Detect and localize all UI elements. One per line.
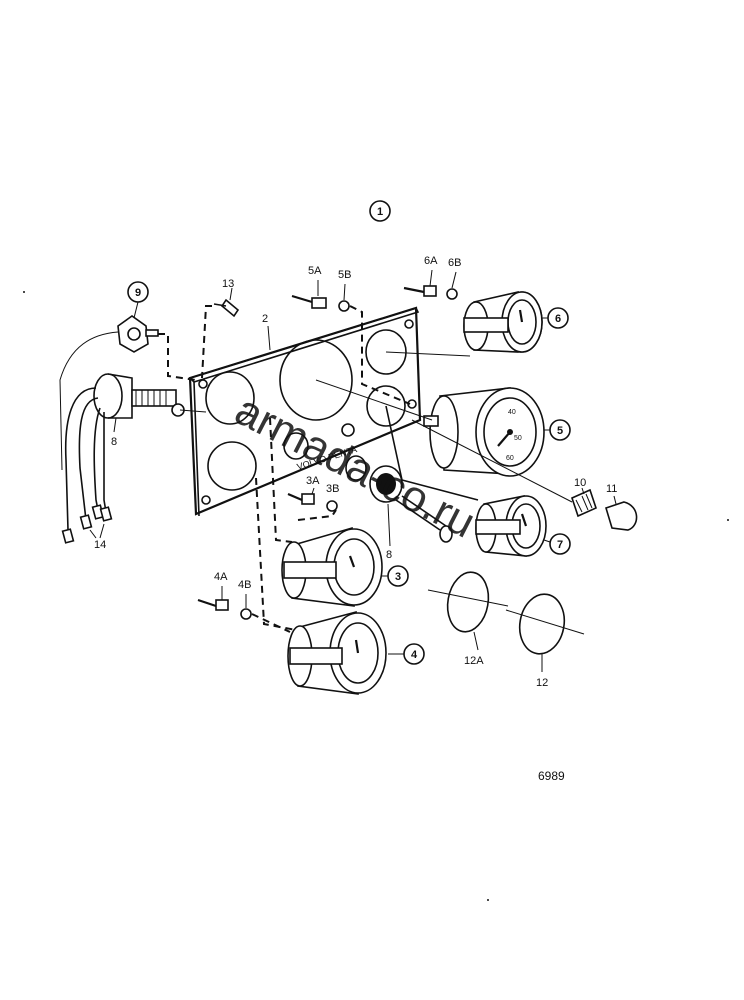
panel-hole-tiny [341, 423, 355, 437]
callout-3b: 3B [326, 483, 339, 495]
callout-4a: 4A [214, 571, 228, 583]
gauge-3: 3 [281, 526, 409, 607]
scale-50: 50 [514, 435, 522, 442]
lamp-holder-4a: 4A [197, 571, 229, 611]
callout-4: 4 [411, 649, 418, 661]
bulb-4b: 4B [238, 579, 252, 620]
ignition-switch-8: 8 14 [59, 331, 207, 551]
callout-5b: 5B [338, 269, 351, 281]
callout-12: 12 [536, 677, 548, 689]
callout-11: 11 [606, 483, 617, 495]
callout-9: 9 [135, 287, 141, 299]
callout-6b: 6B [448, 257, 461, 269]
scale-40: 40 [508, 409, 516, 416]
callout-2: 2 [262, 313, 268, 325]
callout-8-center: 8 [386, 549, 392, 561]
drawing-number: 6989 [538, 769, 565, 783]
warning-lamp-8: 8 [345, 455, 453, 561]
callout-3a: 3A [306, 475, 320, 487]
panel-hole-tacho-left [205, 371, 255, 425]
callout-12a: 12A [464, 655, 484, 667]
lamp-holder-3a: 3A [287, 475, 320, 505]
knob-10: 10 [571, 477, 597, 518]
panel-hole-large [279, 339, 353, 421]
callout-5: 5 [557, 425, 563, 437]
callout-8-left: 8 [111, 436, 117, 448]
callout-6: 6 [555, 313, 561, 325]
panel-hole-bottom-left [207, 441, 257, 491]
glass-12a: 12A [427, 571, 509, 667]
callout-14: 14 [94, 539, 106, 551]
lamp-holder-5a: 5A [291, 265, 327, 309]
callout-13: 13 [222, 278, 234, 290]
gauge-4: 4 [287, 610, 425, 695]
lamp-holder-6a: 6A [403, 255, 438, 297]
callout-4b: 4B [238, 579, 251, 591]
gauge-7: 7 [475, 495, 571, 557]
callout-7: 7 [557, 539, 563, 551]
callout-10: 10 [574, 477, 586, 489]
panel-hole-top-right [365, 329, 407, 375]
figure-number: 1 [377, 206, 383, 218]
figure-number-callout: 1 [369, 200, 391, 222]
glass-12: 12 [505, 593, 585, 689]
bulb-3b: 3B [326, 483, 339, 512]
bulb-6b: 6B [446, 257, 461, 300]
cap-11: 11 [605, 483, 638, 531]
bulb-5b: 5B [338, 269, 351, 312]
callout-6a: 6A [424, 255, 438, 267]
callout-5a: 5A [308, 265, 322, 277]
gauge-6: 6 [463, 290, 569, 353]
screw-13: 13 [201, 278, 240, 379]
gauge-5: 40 50 60 5 [423, 387, 571, 477]
panel-hole-small [283, 432, 309, 460]
scale-60: 60 [506, 455, 514, 462]
switch-knob-9: 9 [117, 281, 197, 381]
callout-3: 3 [395, 571, 401, 583]
panel-hole-right [366, 385, 406, 427]
